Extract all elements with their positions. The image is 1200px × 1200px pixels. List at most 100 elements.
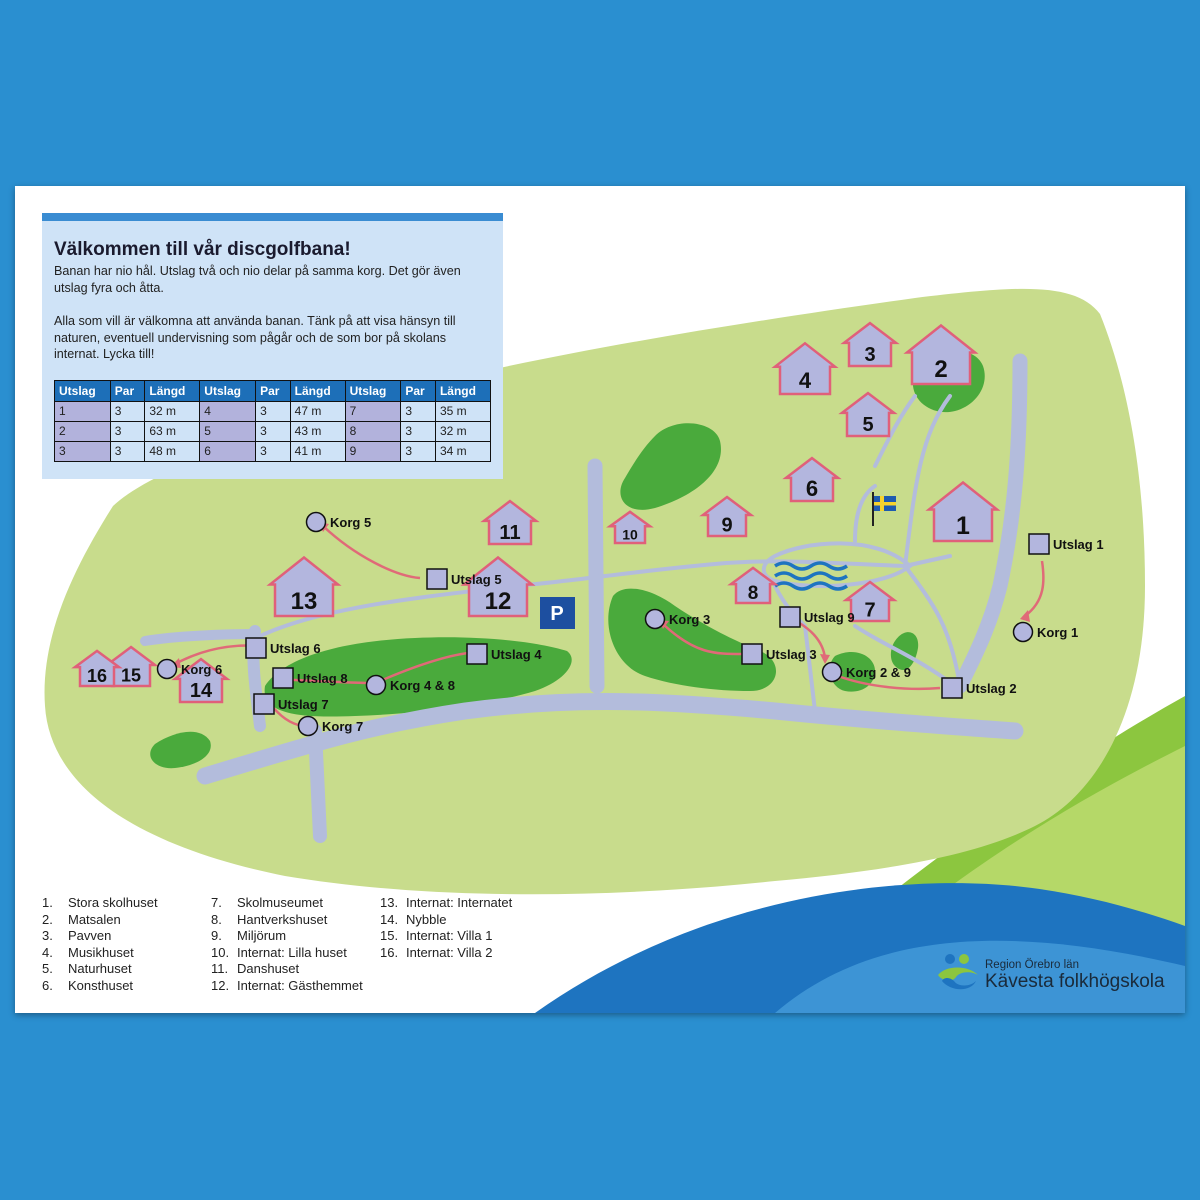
svg-text:P: P [550,603,563,625]
table-cell: 8 [344,420,402,442]
basket-label: Korg 3 [669,612,710,627]
building-number: 6 [806,476,818,501]
building-13-icon: 13 [266,555,342,618]
table-header-cell: Par [400,379,436,402]
table-header-cell: Utslag [344,379,402,402]
tee-marker: Utslag 3 [741,643,817,665]
legend-item: 16.Internat: Villa 2 [380,945,512,962]
table-cell: 3 [400,420,436,442]
forest-patch [890,632,919,670]
table-cell: 7 [344,400,402,422]
legend-number: 3. [42,928,53,944]
legend-item: 13.Internat: Internatet [380,895,512,912]
legend-label: Matsalen [68,911,121,927]
legend-label: Skolmuseumet [237,895,323,910]
legend-label: Internat: Internatet [406,895,513,910]
legend-label: Internat: Lilla huset [237,944,347,960]
building-12-icon: 12 [460,555,536,618]
building-14-icon: 14 [171,657,231,704]
legend-label: Naturhuset [68,961,132,977]
basket-label: Korg 7 [322,719,363,734]
building-number: 4 [799,368,812,393]
tee-label: Utslag 5 [451,572,502,587]
tee-label: Utslag 7 [278,697,329,712]
building-6-icon: 6 [782,456,842,503]
basket-marker: Korg 7 [297,715,363,737]
basket-label: Korg 6 [181,662,222,677]
legend-item: 12.Internat: Gästhemmet [211,978,363,995]
light-blue-wave [775,940,1185,1013]
building-number: 7 [864,599,875,621]
basket-label: Korg 2 & 9 [846,665,911,680]
legend-item: 6.Konsthuset [42,978,158,995]
building-number: 8 [748,583,759,604]
building-15-icon: 15 [103,645,159,688]
building-number: 2 [934,356,947,383]
table-cell: 35 m [434,400,492,422]
table-cell: 34 m [434,440,492,462]
building-4-icon: 4 [771,341,839,396]
region-logo: Region Örebro län Kävesta folkhögskola [936,951,1176,1001]
table-header-cell: Längd [289,379,346,402]
logo-school: Kävesta folkhögskola [985,971,1165,992]
table-cell: 63 m [144,420,201,442]
table-header-cell: Längd [434,379,492,402]
basket-marker: Korg 6 [156,658,222,680]
table-cell: 32 m [144,400,201,422]
tee-label: Utslag 6 [270,641,321,656]
table-cell: 3 [109,420,146,442]
legend-number: 11. [211,961,229,977]
table-cell: 3 [400,400,436,422]
legend-number: 9. [211,928,222,944]
water-icon [774,561,848,591]
legend-label: Konsthuset [68,977,134,993]
legend-item: 10.Internat: Lilla huset [211,945,363,962]
table-cell: 32 m [434,420,492,442]
table-cell: 2 [54,420,111,442]
forest-patch [150,731,211,769]
tee-marker: Utslag 5 [426,568,502,590]
legend-item: 1.Stora skolhuset [42,895,158,912]
building-5-icon: 5 [838,391,898,438]
table-header-cell: Par [109,379,146,402]
roads [140,353,1028,843]
building-number: 13 [291,588,318,615]
forest-patch [829,651,875,692]
table-cell: 3 [109,400,146,422]
legend-number: 5. [42,961,53,977]
tee-label: Utslag 2 [966,681,1017,696]
tee-marker: Utslag 2 [941,677,1017,699]
building-number: 15 [121,665,141,685]
tee-marker: Utslag 4 [466,643,542,665]
table-cell: 5 [199,420,257,442]
tee-marker: Utslag 6 [245,637,321,659]
table-header-cell: Par [255,379,291,402]
legend-label: Internat: Gästhemmet [237,977,363,993]
tee-label: Utslag 8 [297,671,348,686]
legend-label: Internat: Villa 1 [406,928,493,944]
table-cell: 43 m [289,420,346,442]
legend-number: 2. [42,911,53,927]
basket-label: Korg 1 [1037,625,1078,640]
table-cell: 3 [109,440,146,462]
building-16-icon: 16 [71,649,123,688]
table-cell: 3 [400,440,436,462]
logo-region: Region Örebro län [985,959,1079,971]
building-3-icon: 3 [840,321,900,368]
welcome-paragraph: Alla som vill är välkomna att använda ba… [54,314,456,361]
basket-marker: Korg 2 & 9 [821,661,911,683]
building-number: 10 [622,526,638,542]
tee-label: Utslag 4 [491,647,542,662]
legend-item: 11.Danshuset [211,961,363,978]
parking-sign: P [540,597,575,629]
